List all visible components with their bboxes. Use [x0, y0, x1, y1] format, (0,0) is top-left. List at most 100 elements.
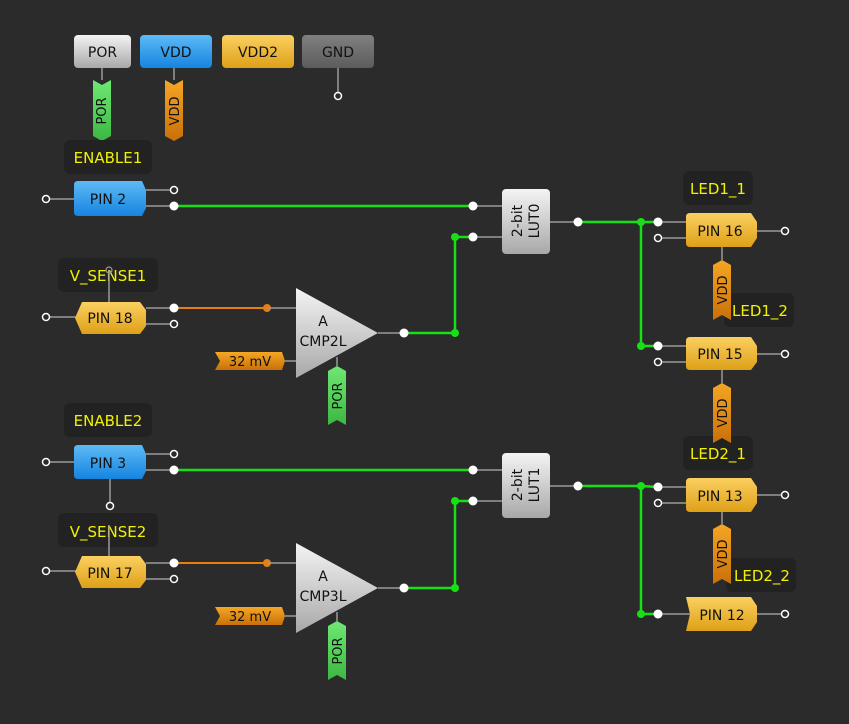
- pin15-block[interactable]: PIN 15: [686, 337, 757, 370]
- lut0-out-terminal[interactable]: [573, 217, 583, 227]
- comparator-label-name: CMP2L: [299, 334, 346, 350]
- pin3-bottom-terminal[interactable]: [105, 501, 115, 511]
- cmp2l-out-terminal[interactable]: [399, 328, 409, 338]
- cmp3l-ref-voltage[interactable]: 32 mV: [215, 607, 285, 625]
- junction: [637, 218, 645, 226]
- pin2-label: PIN 2: [90, 192, 126, 208]
- cmp2l-por-flag: POR: [328, 366, 346, 425]
- pin12-out-terminal[interactable]: [780, 609, 790, 619]
- junction: [451, 584, 459, 592]
- net-label-led2-2: LED2_2: [726, 558, 796, 592]
- lut1-out-terminal[interactable]: [573, 481, 583, 491]
- pin13-in-terminal-a[interactable]: [653, 482, 663, 492]
- pin13-label: PIN 13: [697, 489, 742, 505]
- pin17-input-terminal[interactable]: [41, 566, 51, 576]
- vdd2-button-label: VDD2: [238, 45, 278, 61]
- net-label-enable2: ENABLE2: [64, 403, 152, 437]
- pin15-in-terminal-b[interactable]: [653, 357, 663, 367]
- lut0-block[interactable]: 2-bit LUT0: [502, 189, 550, 254]
- net-label-enable1: ENABLE1: [64, 140, 152, 174]
- pin13-block[interactable]: PIN 13: [686, 478, 757, 512]
- cmp3l-out-terminal[interactable]: [399, 583, 409, 593]
- pin2-out-terminal-a[interactable]: [169, 185, 179, 195]
- net-label-text: LED1_1: [690, 180, 746, 199]
- pin16-in-terminal-a[interactable]: [653, 217, 663, 227]
- pin2-input-terminal[interactable]: [41, 194, 51, 204]
- pin16-label: PIN 16: [697, 224, 742, 240]
- pin3-block[interactable]: PIN 3: [74, 445, 146, 479]
- pin13-out-terminal[interactable]: [780, 490, 790, 500]
- comparator-label-name: CMP3L: [299, 589, 346, 605]
- pin12-label: PIN 12: [699, 608, 744, 624]
- lut0-in-terminal-b[interactable]: [468, 232, 478, 242]
- lut-label-name: LUT0: [527, 204, 543, 239]
- por-flag-label: POR: [331, 637, 346, 664]
- por-flag-label: POR: [331, 382, 346, 409]
- net-label-v-sense2: V_SENSE2: [58, 513, 158, 547]
- pin3-out-terminal-a[interactable]: [169, 449, 179, 459]
- junction: [451, 497, 459, 505]
- pin17-block[interactable]: PIN 17: [75, 556, 146, 588]
- por-button-label: POR: [88, 45, 117, 61]
- pin17-out-terminal-b[interactable]: [169, 574, 179, 584]
- vdd-flag-label: VDD: [716, 276, 731, 305]
- pin15-vdd-flag: VDD: [713, 383, 731, 443]
- vdd-flag-label: VDD: [716, 540, 731, 569]
- pin16-block[interactable]: PIN 16: [686, 213, 757, 247]
- pin18-input-terminal[interactable]: [41, 312, 51, 322]
- pin12-block[interactable]: PIN 12: [686, 597, 757, 631]
- wire-cmp3l-out: [404, 499, 473, 590]
- por-button[interactable]: POR: [74, 35, 131, 68]
- net-label-text: V_SENSE1: [70, 267, 147, 286]
- vdd-flag-label: VDD: [168, 97, 183, 126]
- pin2-out-terminal-b[interactable]: [169, 201, 179, 211]
- gnd-terminal[interactable]: [333, 91, 343, 101]
- pin16-in-terminal-b[interactable]: [653, 233, 663, 243]
- pin2-block[interactable]: PIN 2: [74, 181, 146, 216]
- pin17-out-terminal-a[interactable]: [169, 558, 179, 568]
- pin3-label: PIN 3: [90, 456, 126, 472]
- net-label-led1-2: LED1_2: [724, 293, 794, 327]
- cmp2l-ref-voltage[interactable]: 32 mV: [215, 352, 285, 370]
- pin12-in-terminal[interactable]: [653, 609, 663, 619]
- net-label-text: LED2_2: [734, 567, 790, 586]
- junction: [637, 482, 645, 490]
- lut-label-name: LUT1: [527, 468, 543, 503]
- gnd-button-label: GND: [322, 45, 354, 61]
- pin18-out-terminal-b[interactable]: [169, 319, 179, 329]
- pin15-in-terminal-a[interactable]: [653, 341, 663, 351]
- pin18-block[interactable]: PIN 18: [75, 302, 146, 334]
- vdd2-button[interactable]: VDD2: [222, 35, 294, 68]
- pin16-vdd-flag: VDD: [713, 260, 731, 320]
- pin13-in-terminal-b[interactable]: [653, 498, 663, 508]
- vdd-button[interactable]: VDD: [140, 35, 212, 68]
- lut-label-type: 2-bit: [510, 468, 526, 501]
- junction: [637, 610, 645, 618]
- pin15-label: PIN 15: [697, 347, 742, 363]
- net-label-led2-1: LED2_1: [683, 436, 753, 470]
- lut1-in-terminal-b[interactable]: [468, 496, 478, 506]
- pin17-label: PIN 17: [87, 566, 132, 582]
- comparator-label-a: A: [318, 314, 328, 330]
- pin15-out-terminal[interactable]: [780, 349, 790, 359]
- lut1-block[interactable]: 2-bit LUT1: [502, 453, 550, 518]
- comparator-label-a: A: [318, 569, 328, 585]
- pin13-vdd-flag: VDD: [713, 524, 731, 584]
- cmp2l-comparator[interactable]: A CMP2L: [296, 288, 378, 378]
- pin3-input-terminal[interactable]: [41, 457, 51, 467]
- pin18-label: PIN 18: [87, 311, 132, 327]
- pin16-out-terminal[interactable]: [780, 226, 790, 236]
- junction: [105, 266, 113, 274]
- net-label-led1-1: LED1_1: [683, 171, 753, 205]
- pin3-out-terminal-b[interactable]: [169, 465, 179, 475]
- wire-lut1-out: [578, 484, 658, 616]
- cmp3l-comparator[interactable]: A CMP3L: [296, 543, 378, 633]
- net-label-text: ENABLE2: [74, 412, 143, 430]
- lut1-in-terminal-a[interactable]: [468, 465, 478, 475]
- gnd-button[interactable]: GND: [302, 35, 374, 68]
- pin18-out-terminal-a[interactable]: [169, 303, 179, 313]
- junction: [637, 342, 645, 350]
- lut0-in-terminal-a[interactable]: [468, 201, 478, 211]
- lut-label-type: 2-bit: [510, 204, 526, 237]
